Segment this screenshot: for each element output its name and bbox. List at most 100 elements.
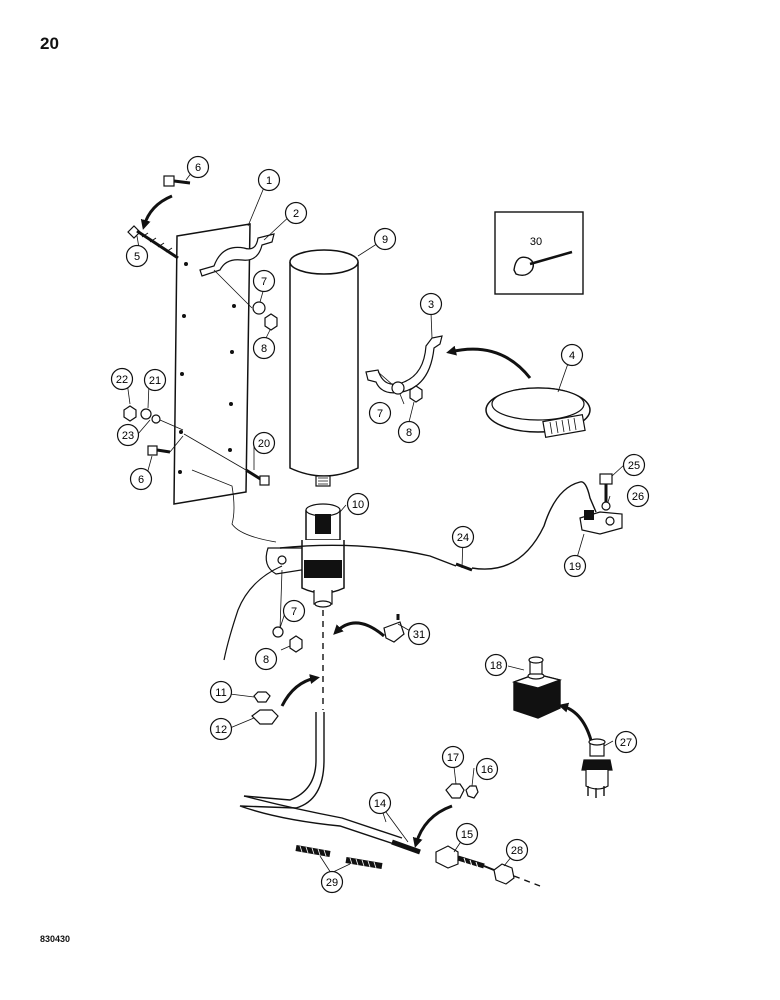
nut bbox=[123, 405, 137, 422]
svg-text:19: 19 bbox=[569, 561, 581, 573]
svg-text:10: 10 bbox=[352, 499, 364, 511]
callout-28: 28 bbox=[505, 838, 529, 862]
page-number: 20 bbox=[40, 34, 59, 53]
sleeve bbox=[465, 785, 479, 799]
svg-text:8: 8 bbox=[261, 343, 267, 355]
washer bbox=[272, 626, 284, 638]
callout-12: 12 bbox=[209, 717, 233, 741]
svg-text:31: 31 bbox=[413, 629, 425, 641]
sleeve-29 bbox=[295, 845, 383, 869]
svg-text:2: 2 bbox=[293, 208, 299, 220]
callout-7: 7 bbox=[282, 599, 306, 623]
filter-canister bbox=[289, 249, 359, 487]
wire bbox=[223, 565, 283, 661]
svg-text:7: 7 bbox=[377, 408, 383, 420]
callout-4: 4 bbox=[560, 343, 584, 367]
callout-8: 8 bbox=[252, 336, 276, 360]
hose-clamp bbox=[485, 387, 591, 439]
svg-text:27: 27 bbox=[620, 737, 632, 749]
install-arrow bbox=[280, 674, 320, 707]
callout-9: 9 bbox=[373, 227, 397, 251]
callout-18: 18 bbox=[484, 653, 508, 677]
lower-bolt bbox=[147, 435, 184, 456]
callout-6: 6 bbox=[186, 155, 210, 179]
svg-text:22: 22 bbox=[116, 374, 128, 386]
svg-text:6: 6 bbox=[195, 162, 201, 174]
callout-31: 31 bbox=[407, 622, 431, 646]
svg-text:16: 16 bbox=[481, 764, 493, 776]
install-arrow bbox=[333, 621, 385, 638]
install-arrow bbox=[558, 702, 594, 745]
callout-11: 11 bbox=[209, 680, 233, 704]
install-arrow bbox=[446, 345, 532, 379]
svg-text:7: 7 bbox=[261, 276, 267, 288]
callout-7: 7 bbox=[368, 401, 392, 425]
long-bolt bbox=[127, 225, 179, 260]
callout-21: 21 bbox=[143, 368, 167, 392]
washer bbox=[151, 414, 161, 424]
callouts: 1 2 3 4 5 6 6 7 7 7 8 8 8 9 10 11 12 14 … bbox=[110, 155, 650, 894]
svg-text:20: 20 bbox=[258, 438, 270, 450]
plate-holes bbox=[178, 254, 239, 474]
callout-19: 19 bbox=[563, 554, 587, 578]
svg-text:28: 28 bbox=[511, 845, 523, 857]
callout-8: 8 bbox=[254, 647, 278, 671]
svg-text:25: 25 bbox=[628, 460, 640, 472]
callout-27: 27 bbox=[614, 730, 638, 754]
fitting-28 bbox=[483, 863, 515, 885]
washer bbox=[140, 408, 152, 420]
svg-text:3: 3 bbox=[428, 299, 434, 311]
filter-head-adapter bbox=[265, 503, 345, 608]
callout-20: 20 bbox=[252, 431, 276, 455]
callout-29: 29 bbox=[320, 870, 344, 894]
callout-24: 24 bbox=[451, 525, 475, 549]
clamp-3 bbox=[365, 335, 443, 394]
callout-15: 15 bbox=[455, 822, 479, 846]
callout-16: 16 bbox=[475, 757, 499, 781]
center-line bbox=[513, 875, 541, 887]
callout-8: 8 bbox=[397, 420, 421, 444]
callout-6: 6 bbox=[129, 467, 153, 491]
callout-26: 26 bbox=[626, 484, 650, 508]
svg-text:11: 11 bbox=[215, 687, 226, 699]
sleeve bbox=[253, 691, 271, 703]
svg-text:8: 8 bbox=[263, 654, 269, 666]
svg-text:29: 29 bbox=[326, 877, 338, 889]
screw-25 bbox=[599, 473, 613, 502]
svg-text:17: 17 bbox=[447, 752, 459, 764]
callout-3: 3 bbox=[419, 292, 443, 316]
svg-text:8: 8 bbox=[406, 427, 412, 439]
bolt-20 bbox=[183, 433, 270, 486]
svg-text:5: 5 bbox=[134, 251, 140, 263]
svg-text:14: 14 bbox=[374, 798, 386, 810]
svg-text:4: 4 bbox=[569, 350, 575, 362]
callout-17: 17 bbox=[441, 745, 465, 769]
install-arrow bbox=[412, 804, 453, 848]
wire bbox=[279, 544, 457, 567]
washer bbox=[252, 301, 266, 315]
cable-tie-icon bbox=[513, 250, 573, 277]
svg-text:9: 9 bbox=[382, 234, 388, 246]
mounting-plate bbox=[173, 223, 251, 505]
svg-text:23: 23 bbox=[122, 430, 134, 442]
callout-10: 10 bbox=[346, 492, 370, 516]
nut bbox=[289, 635, 303, 653]
svg-text:26: 26 bbox=[632, 491, 644, 503]
callout-14: 14 bbox=[368, 791, 392, 815]
callout-7: 7 bbox=[252, 269, 276, 293]
callout-1: 1 bbox=[257, 168, 281, 192]
svg-text:6: 6 bbox=[138, 474, 144, 486]
fitting-15 bbox=[435, 845, 485, 869]
elbow-fitting bbox=[383, 614, 405, 643]
nut bbox=[264, 313, 278, 331]
callout-5: 5 bbox=[125, 244, 149, 268]
washer bbox=[391, 381, 405, 395]
washer bbox=[601, 501, 611, 511]
nut bbox=[251, 709, 279, 725]
svg-text:12: 12 bbox=[215, 724, 227, 736]
svg-text:7: 7 bbox=[291, 606, 297, 618]
switch-27 bbox=[581, 738, 613, 798]
callout-2: 2 bbox=[284, 201, 308, 225]
clamp-2 bbox=[199, 233, 275, 277]
nut bbox=[445, 783, 465, 799]
